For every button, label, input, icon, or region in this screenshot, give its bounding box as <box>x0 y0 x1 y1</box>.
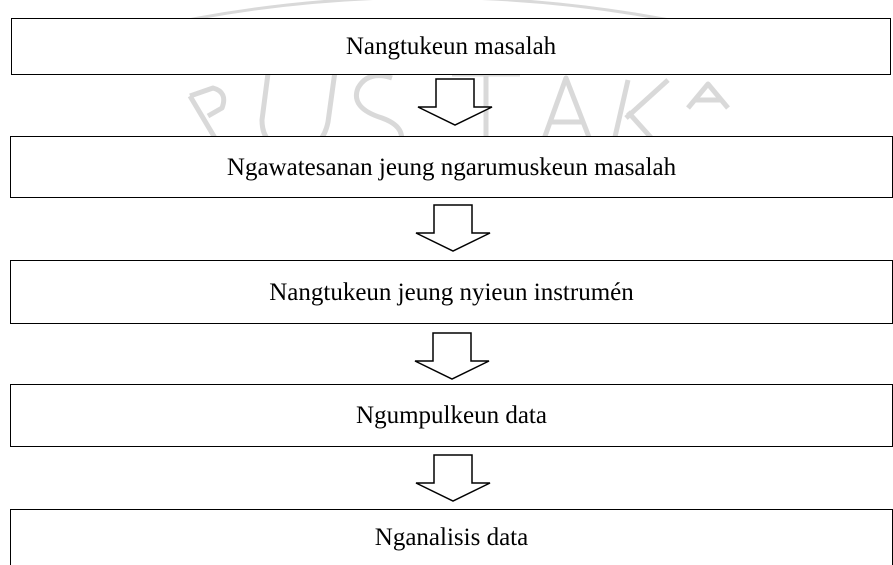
down-arrow-icon <box>414 332 490 380</box>
down-arrow-icon <box>415 204 491 252</box>
step-box-nangtukeun-masalah: Nangtukeun masalah <box>11 18 891 75</box>
step-box-nganalisis-data: Nganalisis data <box>10 509 893 565</box>
step-box-ngumpulkeun-data: Ngumpulkeun data <box>10 384 893 447</box>
step-label: Ngawatesanan jeung ngarumuskeun masalah <box>226 153 677 181</box>
step-label: Nganalisis data <box>374 524 529 551</box>
step-label: Nangtukeun jeung nyieun instrumén <box>269 278 634 306</box>
step-box-nangtukeun-instrumen: Nangtukeun jeung nyieun instrumén <box>10 260 893 324</box>
step-label: Nangtukeun masalah <box>345 33 557 60</box>
down-arrow-icon <box>415 454 491 502</box>
step-label: Ngumpulkeun data <box>356 402 547 429</box>
step-box-ngawatesanan: Ngawatesanan jeung ngarumuskeun masalah <box>10 136 893 198</box>
down-arrow-icon <box>417 78 493 126</box>
